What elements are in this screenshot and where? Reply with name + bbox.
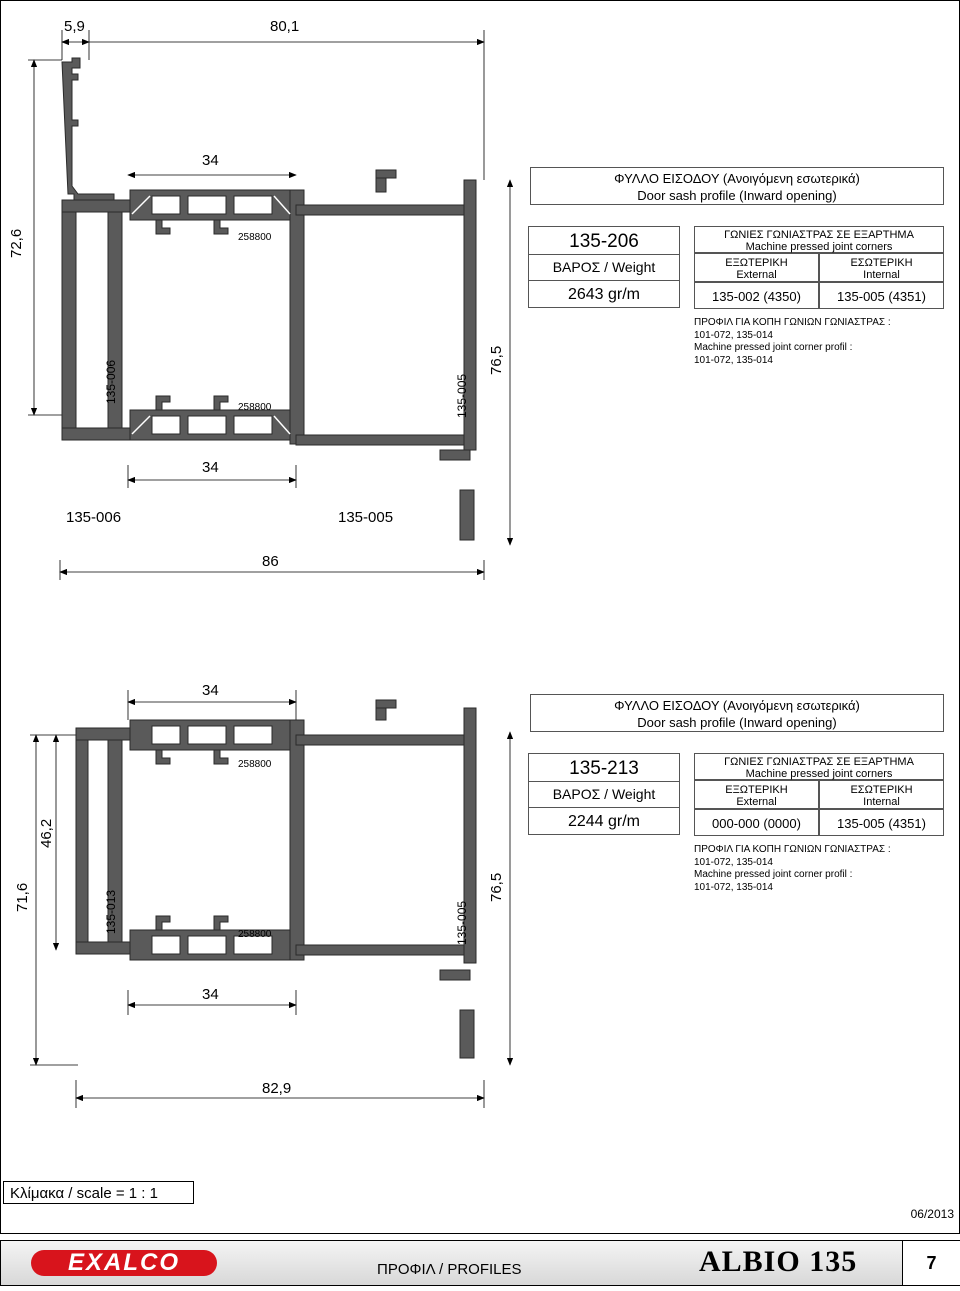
dim2-height-right: 76,5 (488, 872, 505, 902)
footer: EXALCO ΠΡΟΦΙΛ / PROFILES ALBIO 135 7 (0, 1240, 960, 1286)
corners-en: Machine pressed joint corners (745, 241, 893, 253)
note-line: ΠΡΟΦΙΛ ΓΙΑ ΚΟΠΗ ΓΩΝΙΩΝ ΓΩΝΙΑΣΤΡΑΣ : (694, 317, 891, 328)
drawing-2-svg (30, 690, 514, 1108)
title-en: Door sash profile (Inward opening) (637, 188, 837, 203)
note-2: ΠΡΟΦΙΛ ΓΙΑ ΚΟΠΗ ΓΩΝΙΩΝ ΓΩΝΙΑΣΤΡΑΣ : 101-… (694, 844, 891, 894)
title-en: Door sash profile (Inward opening) (637, 715, 837, 730)
label-right-profile: 135-005 (455, 373, 469, 418)
weight-1: 2643 gr/m (528, 280, 680, 308)
internal-gr: ΕΣΩΤΕΡΙΚΗ (850, 257, 913, 269)
page-number: 7 (902, 1241, 960, 1285)
weight-label-2: ΒΑΡΟΣ / Weight (528, 782, 680, 807)
external-en: External (736, 796, 777, 808)
note-line: 101-072, 135-014 (694, 354, 773, 366)
dim2-bottom-width: 82,9 (262, 1080, 292, 1097)
note-line: Machine pressed joint corner profil : (694, 342, 853, 353)
internal-head-2: ΕΣΩΤΕΡΙΚΗ Internal (819, 780, 944, 809)
external-value-2: 000-000 (0000) (694, 809, 819, 836)
dim-left-width: 5,9 (64, 18, 85, 35)
note-line: 101-072, 135-014 (694, 856, 773, 868)
dim-bottom-width: 86 (262, 553, 279, 570)
title-gr: ΦΥΛΛΟ ΕΙΣΟΔΟΥ (Ανοιγόμενη εσωτερικά) (614, 171, 860, 186)
dim-height-left: 72,6 (8, 228, 25, 258)
date: 06/2013 (910, 1207, 954, 1221)
caption-left: 135-006 (66, 509, 122, 526)
external-gr: ΕΞΩΤΕΡΙΚΗ (725, 784, 788, 796)
external-value-1: 135-002 (4350) (694, 282, 819, 309)
note-line: Machine pressed joint corner profil : (694, 869, 853, 880)
weight-label-1: ΒΑΡΟΣ / Weight (528, 255, 680, 280)
label2-gasket-bottom: 258800 (238, 929, 272, 940)
corners-box-2: ΓΩΝΙΕΣ ΓΩΝΙΑΣΤΡΑΣ ΣΕ ΕΞΑΡΤΗΜΑ Machine pr… (694, 753, 944, 780)
code-1: 135-206 (528, 226, 680, 255)
internal-en: Internal (863, 269, 900, 281)
dim2-height-inner: 46,2 (38, 818, 55, 848)
scale-box: Κλίμακα / scale = 1 : 1 (3, 1181, 194, 1204)
dim-height-right: 76,5 (488, 345, 505, 375)
label2-left-profile: 135-013 (104, 889, 118, 934)
label-gasket-bottom: 258800 (238, 402, 272, 413)
internal-gr: ΕΣΩΤΕΡΙΚΗ (850, 784, 913, 796)
internal-value-1: 135-005 (4351) (819, 282, 944, 309)
dim-top-width: 80,1 (270, 18, 300, 35)
label-left-profile: 135-006 (104, 359, 118, 404)
dim2-height-left: 71,6 (14, 882, 31, 912)
dim2-sash-bottom: 34 (202, 986, 219, 1003)
code-2: 135-213 (528, 753, 680, 782)
corners-box-1: ΓΩΝΙΕΣ ΓΩΝΙΑΣΤΡΑΣ ΣΕ ΕΞΑΡΤΗΜΑ Machine pr… (694, 226, 944, 253)
title-gr: ΦΥΛΛΟ ΕΙΣΟΔΟΥ (Ανοιγόμενη εσωτερικά) (614, 698, 860, 713)
label-gasket-top: 258800 (238, 232, 272, 243)
brand-mark: ALBIO 135 (699, 1245, 858, 1278)
dim2-sash-top: 34 (202, 682, 219, 699)
external-head-2: ΕΞΩΤΕΡΙΚΗ External (694, 780, 819, 809)
internal-en: Internal (863, 796, 900, 808)
corners-gr: ΓΩΝΙΕΣ ΓΩΝΙΑΣΤΡΑΣ ΣΕ ΕΞΑΡΤΗΜΑ (724, 756, 914, 768)
internal-value-2: 135-005 (4351) (819, 809, 944, 836)
exalco-logo: EXALCO (31, 1250, 217, 1276)
label2-gasket-top: 258800 (238, 759, 272, 770)
internal-head-1: ΕΣΩΤΕΡΙΚΗ Internal (819, 253, 944, 282)
title-box-1: ΦΥΛΛΟ ΕΙΣΟΔΟΥ (Ανοιγόμενη εσωτερικά) Doo… (530, 167, 944, 205)
external-en: External (736, 269, 777, 281)
dim-sash-bottom: 34 (202, 459, 219, 476)
corners-gr: ΓΩΝΙΕΣ ΓΩΝΙΑΣΤΡΑΣ ΣΕ ΕΞΑΡΤΗΜΑ (724, 229, 914, 241)
caption-right: 135-005 (338, 509, 394, 526)
note-line: ΠΡΟΦΙΛ ΓΙΑ ΚΟΠΗ ΓΩΝΙΩΝ ΓΩΝΙΑΣΤΡΑΣ : (694, 844, 891, 855)
corners-en: Machine pressed joint corners (745, 768, 893, 780)
title-box-2: ΦΥΛΛΟ ΕΙΣΟΔΟΥ (Ανοιγόμενη εσωτερικά) Doo… (530, 694, 944, 732)
dim-sash-top: 34 (202, 152, 219, 169)
weight-2: 2244 gr/m (528, 807, 680, 835)
note-line: 101-072, 135-014 (694, 329, 773, 341)
footer-title: ΠΡΟΦΙΛ / PROFILES (377, 1261, 522, 1278)
note-1: ΠΡΟΦΙΛ ΓΙΑ ΚΟΠΗ ΓΩΝΙΩΝ ΓΩΝΙΑΣΤΡΑΣ : 101-… (694, 317, 891, 367)
external-head-1: ΕΞΩΤΕΡΙΚΗ External (694, 253, 819, 282)
external-gr: ΕΞΩΤΕΡΙΚΗ (725, 257, 788, 269)
drawing-1-svg (28, 30, 514, 580)
note-line: 101-072, 135-014 (694, 881, 773, 893)
label2-right-profile: 135-005 (455, 900, 469, 945)
